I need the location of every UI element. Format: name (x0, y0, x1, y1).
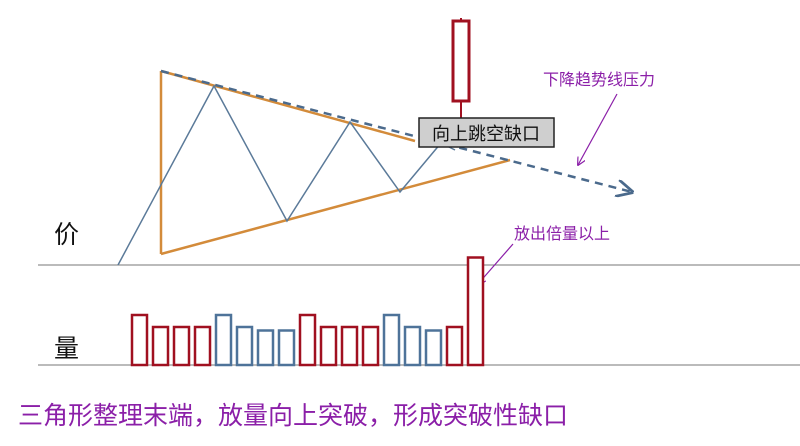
volume-bar (445, 325, 464, 367)
volume-bar (256, 329, 275, 367)
volume-bar (319, 325, 338, 367)
volume-bar (361, 325, 380, 367)
volume-bar (277, 329, 296, 367)
triangle-top-edge (160, 69, 416, 143)
volume-bar (340, 325, 359, 367)
gap-label-box (418, 117, 555, 148)
price-path (117, 84, 442, 266)
volume-bar (151, 325, 170, 367)
downtrend-line (160, 69, 632, 192)
gap-up-label: 向上跳空缺口 (432, 124, 540, 145)
price-axis-label: 价 (54, 220, 79, 249)
volume-bar (382, 313, 401, 367)
gap-up-candle (451, 19, 471, 103)
triangle-bottom-edge (160, 158, 511, 256)
volume-bar (193, 325, 212, 367)
volume-bar (466, 256, 485, 367)
volume-bar (298, 313, 317, 367)
volume-bars (130, 256, 485, 367)
volume-bar (403, 325, 422, 367)
trend-pressure-label: 下降趋势线压力 (543, 70, 655, 89)
caption: 三角形整理末端，放量向上突破，形成突破性缺口 (18, 401, 568, 430)
volume-bar (235, 325, 254, 367)
volume-double-label: 放出倍量以上 (514, 224, 610, 243)
pressure-arrow (578, 93, 618, 165)
volume-bar (424, 329, 443, 367)
volume-axis-label: 量 (54, 334, 79, 363)
volume-bar (130, 313, 149, 367)
volume-bar (214, 313, 233, 367)
volume-bar (172, 325, 191, 367)
